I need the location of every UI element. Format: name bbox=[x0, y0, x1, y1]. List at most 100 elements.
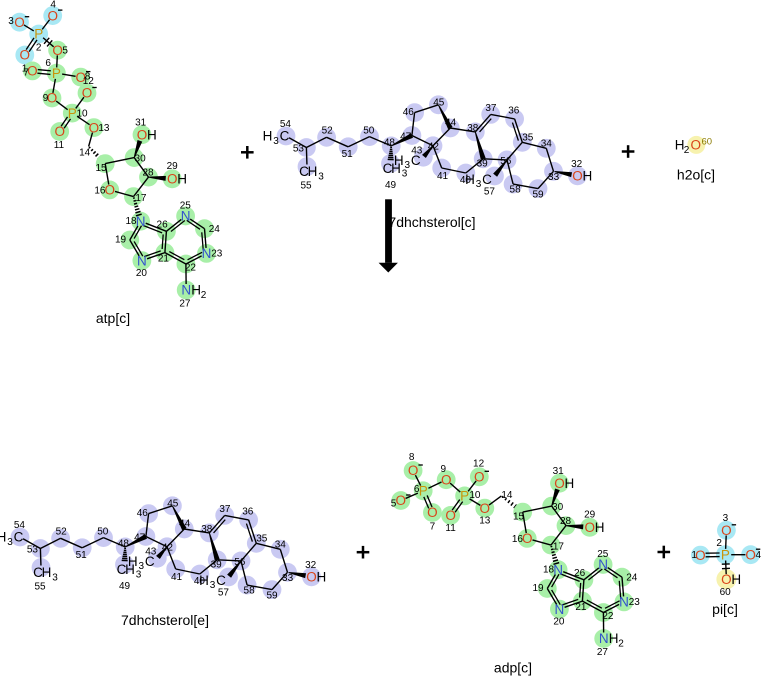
svg-text:27: 27 bbox=[597, 647, 609, 658]
svg-text:3: 3 bbox=[139, 561, 145, 572]
svg-text:N: N bbox=[136, 214, 146, 229]
svg-text:5: 5 bbox=[391, 499, 397, 510]
svg-text:3: 3 bbox=[52, 573, 58, 584]
svg-text:C: C bbox=[280, 129, 290, 144]
svg-text:55: 55 bbox=[300, 181, 312, 192]
svg-text:57: 57 bbox=[218, 587, 230, 598]
svg-text:P: P bbox=[52, 66, 61, 81]
svg-text:2: 2 bbox=[684, 145, 690, 156]
svg-text:O: O bbox=[47, 8, 58, 23]
svg-text:24: 24 bbox=[209, 224, 221, 235]
svg-text:N: N bbox=[137, 253, 147, 268]
svg-text:46: 46 bbox=[403, 107, 415, 118]
svg-text:55: 55 bbox=[34, 582, 46, 593]
svg-text:15: 15 bbox=[513, 512, 525, 523]
svg-text:18: 18 bbox=[125, 216, 137, 227]
svg-text:28: 28 bbox=[142, 168, 154, 179]
svg-text:O: O bbox=[572, 169, 583, 184]
svg-text:15: 15 bbox=[95, 163, 107, 174]
svg-text:41: 41 bbox=[437, 171, 449, 182]
svg-text:41: 41 bbox=[171, 572, 183, 583]
svg-text:N: N bbox=[553, 562, 563, 577]
svg-text:N: N bbox=[619, 595, 629, 610]
svg-text:25: 25 bbox=[180, 201, 192, 212]
svg-text:57: 57 bbox=[484, 186, 496, 197]
svg-text:H: H bbox=[609, 631, 619, 646]
svg-text:11: 11 bbox=[54, 140, 65, 151]
svg-text:3: 3 bbox=[318, 172, 324, 183]
svg-text:8: 8 bbox=[409, 452, 415, 463]
svg-text:P: P bbox=[460, 489, 469, 504]
svg-text:1: 1 bbox=[691, 550, 697, 561]
svg-text:26: 26 bbox=[574, 568, 586, 579]
svg-text:adp[c]: adp[c] bbox=[494, 660, 532, 676]
svg-text:3: 3 bbox=[210, 580, 216, 591]
svg-text:O: O bbox=[306, 570, 317, 585]
svg-text:H: H bbox=[565, 476, 575, 491]
svg-text:2: 2 bbox=[716, 538, 722, 549]
svg-text:13: 13 bbox=[479, 516, 491, 527]
svg-text:36: 36 bbox=[242, 507, 254, 518]
svg-text:29: 29 bbox=[584, 510, 596, 521]
svg-text:11: 11 bbox=[445, 523, 456, 534]
svg-text:49: 49 bbox=[385, 180, 397, 191]
svg-text:N: N bbox=[202, 246, 212, 261]
svg-text:19: 19 bbox=[532, 583, 544, 594]
svg-text:43: 43 bbox=[411, 145, 423, 156]
svg-text:12: 12 bbox=[473, 458, 485, 469]
svg-text:51: 51 bbox=[76, 550, 88, 561]
svg-text:P: P bbox=[34, 27, 43, 42]
svg-text:P: P bbox=[721, 547, 730, 562]
svg-text:H: H bbox=[147, 127, 157, 142]
svg-text:3: 3 bbox=[476, 179, 482, 190]
svg-text:58: 58 bbox=[510, 185, 522, 196]
svg-text:17: 17 bbox=[135, 193, 147, 204]
svg-text:33: 33 bbox=[548, 172, 560, 183]
svg-text:34: 34 bbox=[541, 139, 553, 150]
svg-text:O: O bbox=[47, 91, 58, 106]
svg-text:9: 9 bbox=[441, 464, 447, 475]
svg-text:7: 7 bbox=[23, 67, 29, 78]
svg-text:37: 37 bbox=[485, 103, 497, 114]
svg-text:5: 5 bbox=[62, 46, 68, 57]
svg-text:O: O bbox=[522, 531, 533, 546]
svg-text:O: O bbox=[82, 86, 93, 101]
svg-text:2: 2 bbox=[36, 43, 42, 54]
svg-text:51: 51 bbox=[342, 149, 354, 160]
svg-text:60: 60 bbox=[702, 137, 713, 148]
svg-text:22: 22 bbox=[602, 611, 614, 622]
svg-text:3: 3 bbox=[8, 16, 14, 27]
svg-text:7: 7 bbox=[430, 522, 436, 533]
svg-text:O: O bbox=[104, 183, 115, 198]
svg-text:H: H bbox=[583, 169, 593, 184]
svg-text:52: 52 bbox=[322, 126, 334, 137]
svg-text:16: 16 bbox=[94, 185, 106, 196]
svg-text:4: 4 bbox=[756, 550, 761, 561]
svg-text:50: 50 bbox=[363, 126, 375, 137]
svg-text:O: O bbox=[721, 523, 732, 538]
svg-text:53: 53 bbox=[27, 545, 39, 556]
svg-text:N: N bbox=[181, 283, 191, 298]
svg-text:H: H bbox=[191, 283, 201, 298]
svg-text:O: O bbox=[584, 520, 595, 535]
svg-text:O: O bbox=[445, 508, 456, 523]
svg-text:27: 27 bbox=[179, 299, 191, 310]
svg-text:33: 33 bbox=[282, 573, 294, 584]
svg-text:2: 2 bbox=[201, 290, 207, 301]
svg-text:O: O bbox=[554, 476, 565, 491]
svg-text:O: O bbox=[474, 470, 485, 485]
svg-text:H: H bbox=[317, 570, 327, 585]
svg-text:21: 21 bbox=[158, 254, 170, 265]
svg-text:44: 44 bbox=[179, 519, 191, 530]
svg-text:53: 53 bbox=[293, 144, 305, 155]
svg-text:O: O bbox=[14, 15, 25, 30]
svg-text:54: 54 bbox=[280, 119, 292, 130]
svg-text:36: 36 bbox=[508, 106, 520, 117]
svg-text:48: 48 bbox=[384, 138, 396, 149]
svg-text:H: H bbox=[263, 129, 273, 144]
svg-text:H: H bbox=[308, 164, 318, 179]
svg-text:58: 58 bbox=[244, 586, 256, 597]
svg-text:37: 37 bbox=[219, 504, 231, 515]
svg-text:56: 56 bbox=[234, 557, 246, 568]
svg-text:O: O bbox=[745, 547, 756, 562]
